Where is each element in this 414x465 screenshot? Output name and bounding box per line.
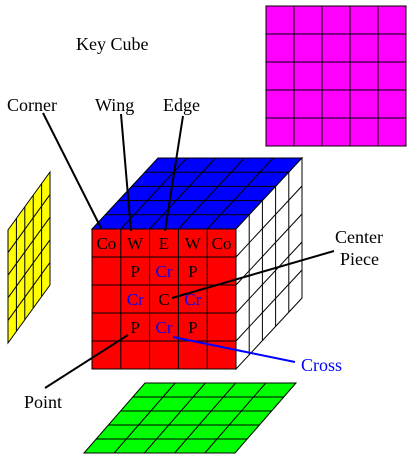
left-face-grid — [7, 183, 51, 332]
top-face-gridline-v — [149, 157, 216, 230]
left-face-gridline-h — [7, 239, 51, 299]
face-cell-label: P — [130, 262, 139, 281]
face-cell-label: P — [188, 318, 197, 337]
bottom-face-gridline-v — [113, 382, 176, 454]
right-face-gridline-h — [235, 213, 303, 286]
corner-label: Corner — [7, 95, 57, 115]
face-cell-label: P — [130, 318, 139, 337]
bottom-face-gridline-v — [174, 382, 236, 454]
right-face-gridline-h — [235, 269, 303, 342]
face-cell-label: Cr — [156, 318, 173, 337]
face-cell-label: P — [188, 262, 197, 281]
point-leader-line — [44, 334, 129, 389]
right-face-gridline-h — [235, 241, 303, 314]
diagram-title: Key Cube — [76, 34, 148, 54]
face-cell-label: Co — [96, 234, 116, 253]
point-label: Point — [24, 392, 62, 412]
wing-leader-line — [120, 113, 132, 232]
corner-leader-line — [42, 112, 102, 229]
center-leader-line — [171, 250, 335, 299]
left-face-panel — [7, 170, 51, 345]
wing-label: Wing — [95, 95, 134, 115]
left-face-gridline-h — [7, 216, 51, 276]
right-face-grid — [235, 172, 303, 355]
cross-label: Cross — [301, 355, 342, 375]
face-cell-label: E — [159, 234, 169, 253]
top-face-gridline-v — [120, 157, 188, 230]
top-face-gridline-v — [206, 157, 274, 230]
back-face-square — [265, 5, 407, 147]
face-cell-label: C — [158, 290, 169, 309]
bottom-face-grid — [96, 382, 284, 454]
front-face-grid — [92, 229, 236, 369]
back-face-grid — [266, 6, 406, 146]
bottom-face-gridline-v — [204, 382, 267, 454]
face-cell-label: W — [185, 234, 202, 253]
left-face-gridline-h — [7, 194, 51, 253]
left-face-shape — [7, 170, 51, 345]
bottom-face-panel — [82, 382, 298, 454]
left-face-gridline-h — [7, 262, 51, 321]
center-piece-label-line2: Piece — [340, 249, 379, 269]
back-face-panel — [265, 5, 407, 147]
face-cell-label: Cr — [127, 290, 144, 309]
top-face-grid — [105, 157, 289, 230]
face-cell-label: Co — [212, 234, 232, 253]
bottom-face-shape — [82, 382, 298, 454]
right-face-gridline-h — [235, 185, 303, 258]
top-face-gridline-v — [178, 157, 245, 230]
face-cell-label: Cr — [156, 262, 173, 281]
face-cell-label: W — [127, 234, 144, 253]
face-cell-label: Cr — [184, 290, 201, 309]
edge-label: Edge — [163, 95, 200, 115]
center-piece-label-line1: Center — [335, 227, 383, 247]
edge-leader-line — [164, 115, 184, 232]
cross-leader-line — [172, 336, 296, 363]
bottom-face-gridline-v — [144, 382, 206, 454]
